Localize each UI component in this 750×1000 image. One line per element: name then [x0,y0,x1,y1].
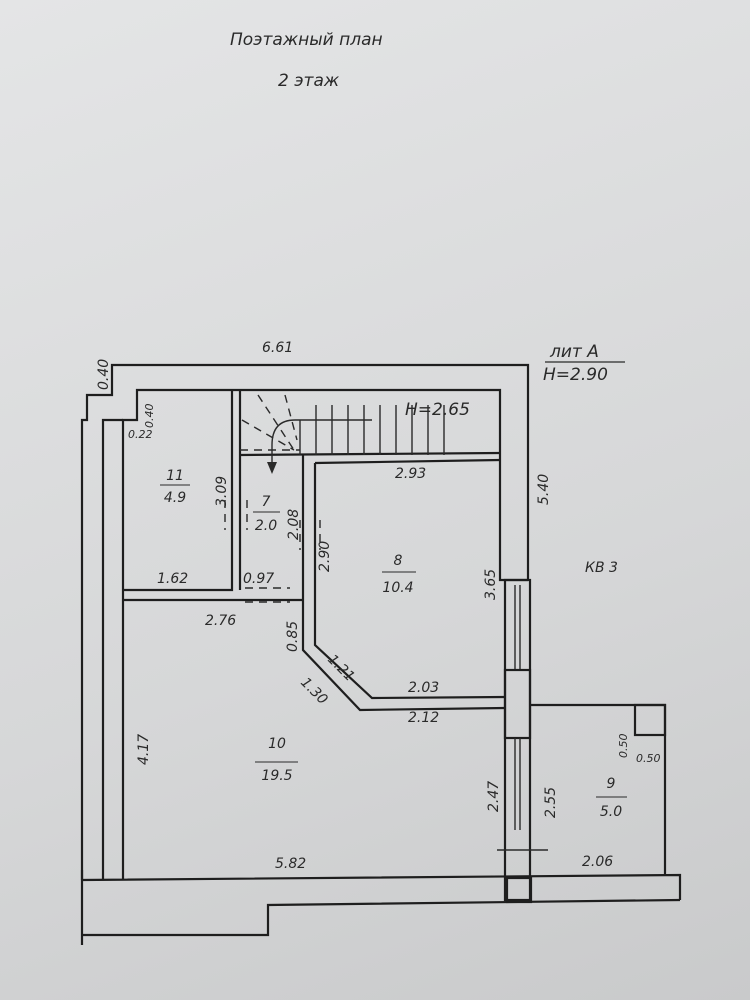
dim-room8-top: 2.93 [395,466,426,482]
dim-room7-bottom: 0.97 [243,571,274,587]
room-number: 10 [268,736,286,752]
room-labels: 11 4.9 7 2.0 8 10.4 10 19.5 9 5.0 [160,468,627,820]
door-openings [224,500,321,603]
floor-label: 2 этаж [278,71,340,91]
staircase [240,394,445,474]
room-number: 8 [394,553,403,569]
dimension-labels: 6.61 0.40 0.40 0.22 5.40 2.93 3.65 3.09 … [96,340,661,872]
dim-room9-left: 2.55 [543,787,559,818]
room-area: 4.9 [164,490,186,506]
dim-room10-inner-left: 0.85 [285,621,301,652]
room-number: 11 [166,468,184,484]
dim-notch-inner: 0.40 [143,404,156,429]
dim-shaft-height: 0.50 [617,734,630,759]
plan-title: Поэтажный план [230,30,383,50]
stair-height: H=2.65 [405,400,470,420]
dim-room7-right: 2.08 [286,509,302,540]
building-letter: лит А [549,342,599,362]
dim-room10-top: 2.76 [205,613,236,629]
room-number: 7 [262,494,271,510]
dim-room9-bottom: 2.06 [582,854,613,870]
dim-room10-right: 2.47 [486,781,502,812]
dim-room11-height: 3.09 [214,476,230,507]
room-area: 19.5 [261,768,292,784]
dim-diagonal-outer: 1.30 [297,675,330,708]
neighbor-apartment: КВ 3 [585,560,618,576]
dim-notch-outer: 0.40 [96,359,112,390]
dim-shaft-width: 0.50 [636,752,661,765]
room-area: 10.4 [382,580,413,596]
dim-room10-bottom: 5.82 [275,856,306,872]
dim-room11-bottom: 1.62 [157,571,188,587]
dim-room8-bottom: 2.03 [408,680,439,696]
room-area: 2.0 [255,518,277,534]
dim-room10-right-top: 2.12 [408,710,439,726]
walls [80,363,682,945]
room-area: 5.0 [600,804,622,820]
building-labels: лит А H=2.90 H=2.65 КВ 3 [405,342,625,576]
dim-top: 6.61 [262,340,293,356]
dim-room10-left: 4.17 [136,734,152,765]
dim-room8-right: 3.65 [483,569,499,600]
dim-room8-left: 2.90 [317,541,333,572]
dim-right-outer: 5.40 [536,474,552,505]
room-number: 9 [607,776,616,792]
building-height: H=2.90 [543,365,608,385]
dim-notch-width: 0.22 [128,428,153,441]
